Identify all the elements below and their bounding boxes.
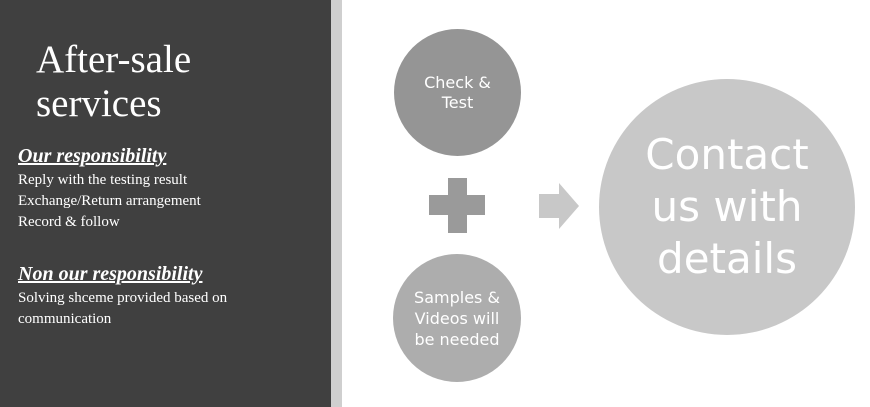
list-item: Solving shceme provided based on xyxy=(18,290,228,306)
arrow-right-icon xyxy=(539,183,579,229)
contact-us-circle: Contact us with details xyxy=(599,79,855,335)
list-item: Record & follow xyxy=(18,214,120,230)
divider xyxy=(331,0,342,407)
title-line: After-sale xyxy=(36,38,192,81)
title-line: services xyxy=(36,82,162,125)
samples-videos-circle: Samples & Videos will be needed xyxy=(393,254,521,382)
list-item: Exchange/Return arrangement xyxy=(18,193,201,209)
non-responsibility-list: Solving shceme provided based on communi… xyxy=(18,288,227,330)
list-item: communication xyxy=(18,311,112,327)
our-responsibility-heading: Our responsibility xyxy=(18,145,167,167)
plus-icon-vertical xyxy=(448,178,467,233)
list-item: Reply with the testing result xyxy=(18,172,188,188)
non-responsibility-heading: Non our responsibility xyxy=(18,263,203,285)
check-test-circle: Check & Test xyxy=(394,29,521,156)
our-responsibility-list: Reply with the testing result Exchange/R… xyxy=(18,170,201,233)
